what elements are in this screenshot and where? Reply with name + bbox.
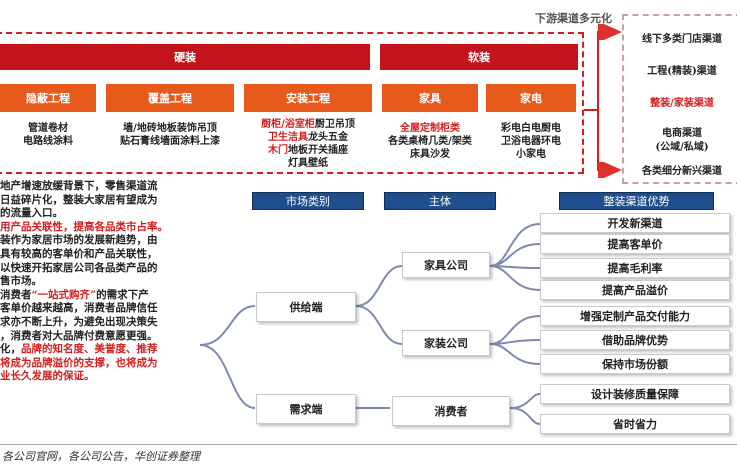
- appliance-desc: 彩电白电厨电卫浴电器环电小家电: [501, 123, 561, 160]
- hard-decor-bar: 硬装: [0, 44, 370, 70]
- adv-gross-margin: 提高毛利率: [540, 258, 730, 278]
- install-works: 安装工程: [244, 84, 372, 112]
- channel-bracket: [584, 24, 622, 178]
- adv-new-channel: 开发新渠道: [540, 213, 730, 233]
- channel-ecommerce-sub: (公域/私域): [655, 142, 709, 153]
- adv-delivery: 增强定制产品交付能力: [540, 306, 730, 326]
- node-furniture-company: 家具公司: [402, 252, 490, 278]
- node-decor-company: 家装公司: [402, 330, 490, 356]
- furniture-desc: 全屋定制柜类 各类桌椅几类/架类床具沙发: [388, 123, 472, 160]
- node-demand: 需求端: [256, 394, 356, 424]
- channel-box: [622, 14, 737, 184]
- divider: [0, 444, 737, 445]
- source-note: 各公司官网，各公司公告，华创证券整理: [2, 450, 200, 463]
- furniture-box: 家具: [382, 84, 478, 112]
- hidden-works: 隐蔽工程: [0, 84, 96, 112]
- industry-chain-box: [0, 32, 584, 174]
- header-market: 市场类别: [252, 192, 364, 210]
- top-label: 下游渠道多元化: [535, 12, 612, 25]
- appliance-box: 家电: [486, 84, 576, 112]
- channel-full-decor: 整装/家装渠道: [650, 98, 714, 109]
- cover-works-desc: 墙/地砖地板装饰吊顶贴石膏线墙面涂料上漆: [120, 123, 220, 147]
- install-works-desc: 厨柜/浴室柜厨卫吊顶 卫生洁具龙头五金 木门地板开关插座 灯具壁纸: [261, 119, 355, 169]
- adv-save-time: 省时省力: [540, 414, 730, 434]
- header-subject: 主体: [384, 192, 496, 210]
- header-advantage: 整装渠道优势: [559, 192, 714, 210]
- adv-premium: 提高产品溢价: [540, 280, 730, 300]
- adv-order-value: 提高客单价: [540, 234, 730, 254]
- adv-market-share: 保持市场份额: [540, 354, 730, 374]
- hidden-works-desc: 管道卷材电路线涂料: [23, 123, 73, 147]
- channel-new: 各类细分新兴渠道: [642, 166, 722, 177]
- soft-decor-bar: 软装: [380, 44, 578, 70]
- left-description: 地产增速放缓背景下，零售渠道流 日益碎片化，整装大家居有望成为 的流量入口。 用…: [0, 180, 168, 383]
- node-consumer: 消费者: [392, 396, 510, 426]
- adv-brand: 借助品牌优势: [540, 330, 730, 350]
- channel-ecommerce: 电商渠道: [662, 128, 702, 139]
- channel-offline: 线下多类门店渠道: [642, 34, 722, 45]
- node-supply: 供给端: [256, 292, 356, 322]
- tree-connectors: [199, 223, 541, 425]
- cover-works: 覆盖工程: [106, 84, 234, 112]
- adv-quality: 设计装修质量保障: [540, 384, 730, 404]
- channel-engineering: 工程(精装)渠道: [647, 66, 717, 77]
